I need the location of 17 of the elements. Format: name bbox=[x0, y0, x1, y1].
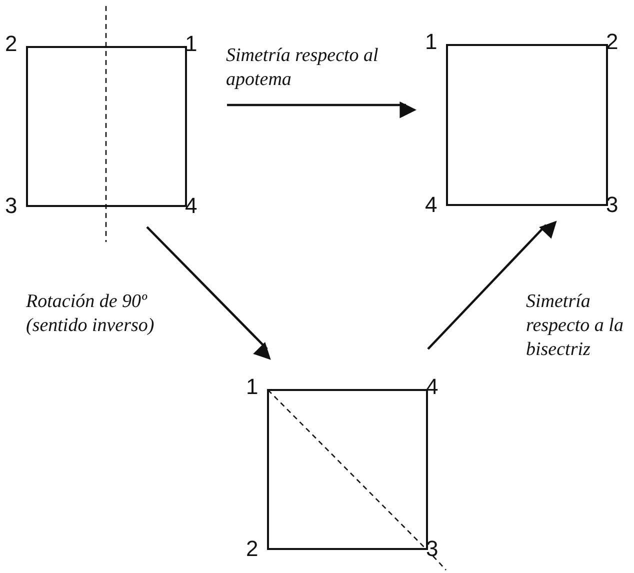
vertex-number: 3 bbox=[606, 194, 618, 216]
square bbox=[26, 46, 187, 207]
arrow bbox=[146, 226, 271, 360]
vertex-number: 4 bbox=[185, 195, 198, 217]
vertex-number: 4 bbox=[425, 194, 438, 216]
vertex-number: 3 bbox=[5, 195, 18, 217]
vertex-number: 1 bbox=[425, 31, 438, 53]
square bbox=[446, 44, 608, 206]
vertex-number: 1 bbox=[246, 376, 258, 398]
vertex-number: 3 bbox=[426, 538, 438, 560]
vertex-number: 4 bbox=[426, 376, 438, 398]
arrow bbox=[427, 220, 557, 350]
vertex-number: 2 bbox=[246, 538, 258, 560]
vertex-number: 2 bbox=[606, 31, 618, 53]
vertex-number: 1 bbox=[185, 33, 198, 55]
vertex-number: 2 bbox=[5, 33, 18, 55]
arrow bbox=[227, 102, 416, 118]
